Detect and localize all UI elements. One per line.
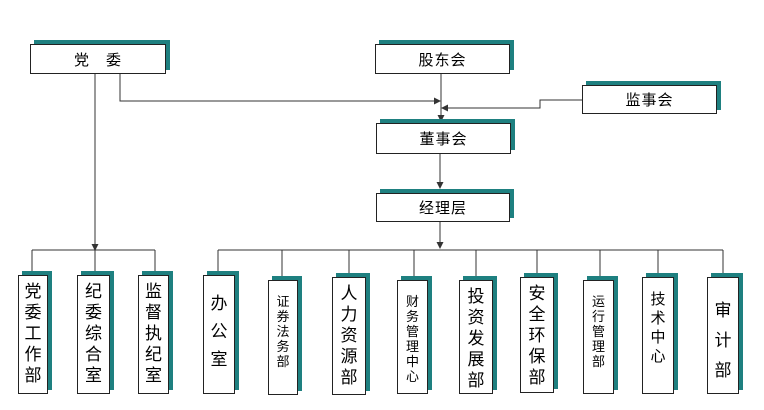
connector-jianshihui-to-board	[441, 99, 582, 112]
dept-yunxing-guanli: 运行管理部	[583, 280, 614, 394]
dept-dangwei-gongzuobu: 党委工作部	[18, 275, 48, 394]
connector-dangwei-to-board	[119, 74, 441, 105]
dept-shenji: 审计部	[707, 277, 739, 394]
dept-jiwei-zonghe: 纪委综合室	[77, 275, 110, 394]
dept-jiandu-zhiji: 监督执纪室	[138, 275, 169, 394]
node-gudonghui: 股东会	[375, 44, 510, 74]
dept-zhengquan-fawu: 证券法务部	[268, 280, 298, 395]
node-dongshihui: 董事会	[376, 123, 511, 154]
node-dangwei: 党 委	[30, 44, 166, 74]
dept-bangongshi: 办公室	[203, 275, 235, 394]
dept-caiwu-guanli: 财务管理中心	[397, 280, 428, 394]
node-jianshihui: 监事会	[582, 85, 717, 114]
dept-jishu-zhongxin: 技术中心	[642, 277, 674, 394]
dept-touzi-fazhan: 投资发展部	[459, 280, 493, 394]
node-jinglieceng: 经理层	[376, 193, 510, 222]
dept-renli-ziyuan: 人力资源部	[332, 277, 366, 395]
dept-anquan-huanbao: 安全环保部	[520, 277, 554, 393]
